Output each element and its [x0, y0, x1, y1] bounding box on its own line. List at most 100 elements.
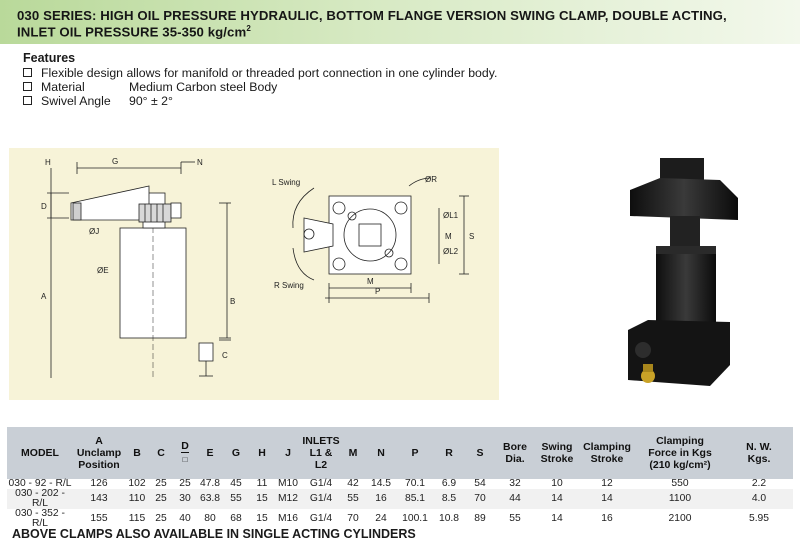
- table-cell: 155: [73, 509, 125, 529]
- col-header-nw: N. W.Kgs.: [725, 427, 793, 479]
- dim-label-n: N: [197, 158, 203, 167]
- table-cell: 10.8: [433, 509, 465, 529]
- feature-label: Material: [41, 80, 85, 94]
- table-cell: M12: [275, 489, 301, 509]
- table-cell: 14: [535, 489, 579, 509]
- dim-label-e: ØE: [97, 266, 109, 275]
- table-cell: 25: [149, 489, 173, 509]
- dim-label-l-swing: L Swing: [272, 178, 300, 187]
- table-cell: 45: [223, 478, 249, 489]
- table-cell: G1/4: [301, 509, 341, 529]
- table-cell: 89: [465, 509, 495, 529]
- table-cell: 6.9: [433, 478, 465, 489]
- features-title: Features: [23, 51, 76, 65]
- dim-label-l1: ØL1: [443, 211, 459, 220]
- table-cell: M16: [275, 509, 301, 529]
- dim-label-d: D: [41, 202, 47, 211]
- header-superscript: 2: [246, 24, 251, 33]
- table-cell: 030 - 202 - R/L: [7, 488, 73, 509]
- table-cell: 102: [125, 478, 149, 489]
- col-header-c: C: [149, 427, 173, 479]
- page-header: 030 SERIES: HIGH OIL PRESSURE HYDRAULIC,…: [0, 0, 800, 44]
- checkbox-bullet-icon: [23, 96, 32, 106]
- swing-clamp-image: [628, 158, 738, 386]
- col-header-r: R: [433, 427, 465, 479]
- table-cell: 16: [365, 489, 397, 509]
- table-cell: 55: [223, 489, 249, 509]
- table-cell: 126: [73, 478, 125, 489]
- table-cell: 68: [223, 509, 249, 529]
- table-cell: 12: [579, 478, 635, 489]
- table-cell: 63.8: [197, 489, 223, 509]
- table-cell: 55: [495, 509, 535, 529]
- table-cell: 55: [341, 489, 365, 509]
- table-cell: G1/4: [301, 489, 341, 509]
- table-cell: 110: [125, 489, 149, 509]
- table-cell: 32: [495, 478, 535, 489]
- table-cell: 47.8: [197, 478, 223, 489]
- col-header-h: H: [249, 427, 275, 479]
- table-cell: 70: [341, 509, 365, 529]
- table-cell: 25: [149, 478, 173, 489]
- table-cell: G1/4: [301, 478, 341, 489]
- checkbox-bullet-icon: [23, 68, 32, 78]
- checkbox-bullet-icon: [23, 82, 32, 92]
- dim-label-m-side: M: [445, 232, 452, 241]
- table-row: 030 - 92 - R/L 126 102 25 25 47.8 45 11 …: [7, 478, 793, 489]
- features-list: Flexible design allows for manifold or t…: [23, 66, 497, 108]
- table-cell: 5.95: [725, 509, 793, 529]
- dim-label-l2: ØL2: [443, 247, 459, 256]
- table-cell: 030 - 92 - R/L: [7, 478, 73, 489]
- table-cell: 14: [535, 509, 579, 529]
- table-cell: 4.0: [725, 489, 793, 509]
- table-cell: 85.1: [397, 489, 433, 509]
- clamp-arm: [70, 185, 150, 221]
- table-cell: 030 - 352 - R/L: [7, 508, 73, 529]
- product-photo: [600, 150, 745, 396]
- table-cell: 15: [249, 489, 275, 509]
- table-cell: 8.5: [433, 489, 465, 509]
- dim-label-a: A: [41, 292, 47, 301]
- table-row: 030 - 352 - R/L 155 115 25 40 80 68 15 M…: [7, 508, 793, 529]
- table-cell: 80: [197, 509, 223, 529]
- col-header-j: J: [275, 427, 301, 479]
- table-cell: M10: [275, 478, 301, 489]
- col-header-b: B: [125, 427, 149, 479]
- table-cell: 14: [579, 489, 635, 509]
- table-cell: 10: [535, 478, 579, 489]
- table-cell: 25: [173, 478, 197, 489]
- table-cell: 550: [635, 478, 725, 489]
- table-cell: 11: [249, 478, 275, 489]
- col-header-n: N: [365, 427, 397, 479]
- col-header-m: M: [341, 427, 365, 479]
- dim-label-m-bottom: M: [367, 277, 374, 286]
- table-cell: 2.2: [725, 478, 793, 489]
- col-header-p: P: [397, 427, 433, 479]
- col-header-model: MODEL: [7, 427, 73, 479]
- table-cell: 115: [125, 509, 149, 529]
- table-row: 030 - 202 - R/L 143 110 25 30 63.8 55 15…: [7, 488, 793, 509]
- col-header-g: G: [223, 427, 249, 479]
- col-header-e: E: [197, 427, 223, 479]
- table-cell: 24: [365, 509, 397, 529]
- feature-value: 90° ± 2°: [129, 94, 173, 108]
- dim-label-c: C: [222, 351, 228, 360]
- table-cell: 44: [495, 489, 535, 509]
- col-header-d: D□: [173, 427, 197, 479]
- header-title-line2: INLET OIL PRESSURE 35-350 kg/cm2: [17, 24, 251, 39]
- table-cell: 2100: [635, 509, 725, 529]
- feature-value: Medium Carbon steel Body: [129, 80, 278, 94]
- dim-label-b: B: [230, 297, 235, 306]
- feature-text: Flexible design allows for manifold or t…: [41, 66, 498, 80]
- footer-note: ABOVE CLAMPS ALSO AVAILABLE IN SINGLE AC…: [12, 527, 416, 541]
- table-cell: 42: [341, 478, 365, 489]
- feature-item: Material Medium Carbon steel Body: [23, 80, 497, 94]
